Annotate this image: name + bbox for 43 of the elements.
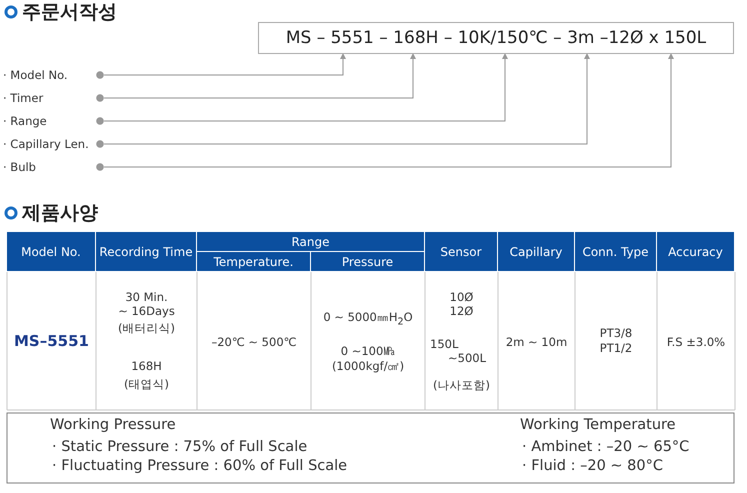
spec-value: PT1/2 [598, 341, 634, 355]
leader-line [104, 53, 590, 144]
header-cell: Accuracy [657, 232, 734, 271]
leader-line [104, 53, 508, 122]
spec-value: –20℃ ~ 500℃ [210, 335, 298, 349]
header-cell: Model No. [7, 232, 95, 271]
field-label: · Capillary Len. [3, 136, 104, 152]
spec-value: 150L [430, 337, 460, 351]
header-cell: Conn. Type [575, 232, 656, 271]
header-cell: Sensor [425, 232, 497, 271]
spec-value: 12Ø [448, 304, 474, 318]
spec-value: (태엽식) [123, 377, 170, 391]
spec-value: 30 Min. [124, 290, 169, 304]
note-text: · Static Pressure : 75% of Full Scale [52, 438, 308, 456]
note-heading: Working Temperature [520, 416, 676, 434]
section-heading: 주문서작성 [22, 0, 117, 24]
spec-value: (1000kgf/㎠) [330, 359, 406, 373]
spec-value: F.S ±3.0% [666, 335, 726, 349]
note-text: · Ambinet : –20 ~ 65°C [522, 438, 690, 456]
spec-value: ~500L [448, 351, 487, 365]
header-cell: Pressure [311, 252, 424, 271]
spec-value: PT3/8 [598, 326, 634, 340]
note-text: · Fluctuating Pressure : 60% of Full Scale [52, 457, 348, 475]
leader-line [104, 53, 674, 168]
spec-value: (나사포함) [432, 378, 491, 392]
spec-value: 0 ~ 5000㎜H$_{2}$O [322, 310, 414, 330]
header-cell: Range [197, 232, 424, 251]
order-code-box: MS – 5551 – 168H – 10K/150℃ – 3m –12Ø x 150L [258, 22, 734, 54]
spec-value: ~ 16Days [117, 304, 176, 318]
spec-value: MS–5551 [13, 334, 90, 348]
spec-value: 0 ~100㎫ [340, 344, 396, 358]
section-heading: 제품사양 [22, 201, 98, 225]
header-cell: Temperature. [197, 252, 310, 271]
spec-value: 168H [130, 359, 163, 373]
note-heading: Working Pressure [50, 416, 176, 434]
spec-value: 10Ø [448, 290, 474, 304]
header-cell: Recording Time [96, 232, 196, 271]
spec-value: 2m ~ 10m [504, 335, 568, 349]
note-text: · Fluid : –20 ~ 80°C [522, 457, 664, 475]
leader-line [104, 53, 346, 76]
header-cell: Capillary [498, 232, 574, 271]
leader-line [104, 53, 416, 98]
spec-value: (배터리식) [117, 321, 176, 335]
